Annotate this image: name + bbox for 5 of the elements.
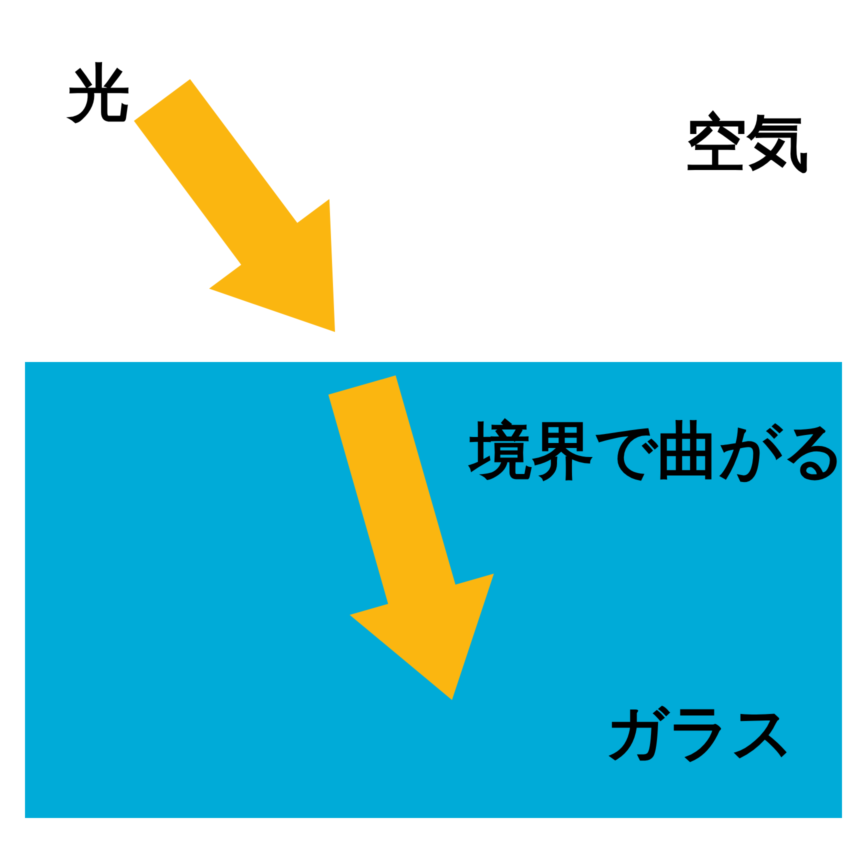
glass-block — [25, 362, 842, 818]
light-label: 光 — [68, 62, 130, 124]
air-label: 空気 — [685, 112, 809, 174]
glass-label: ガラス — [605, 702, 794, 764]
boundary-note: 境界で曲がる — [470, 420, 845, 482]
